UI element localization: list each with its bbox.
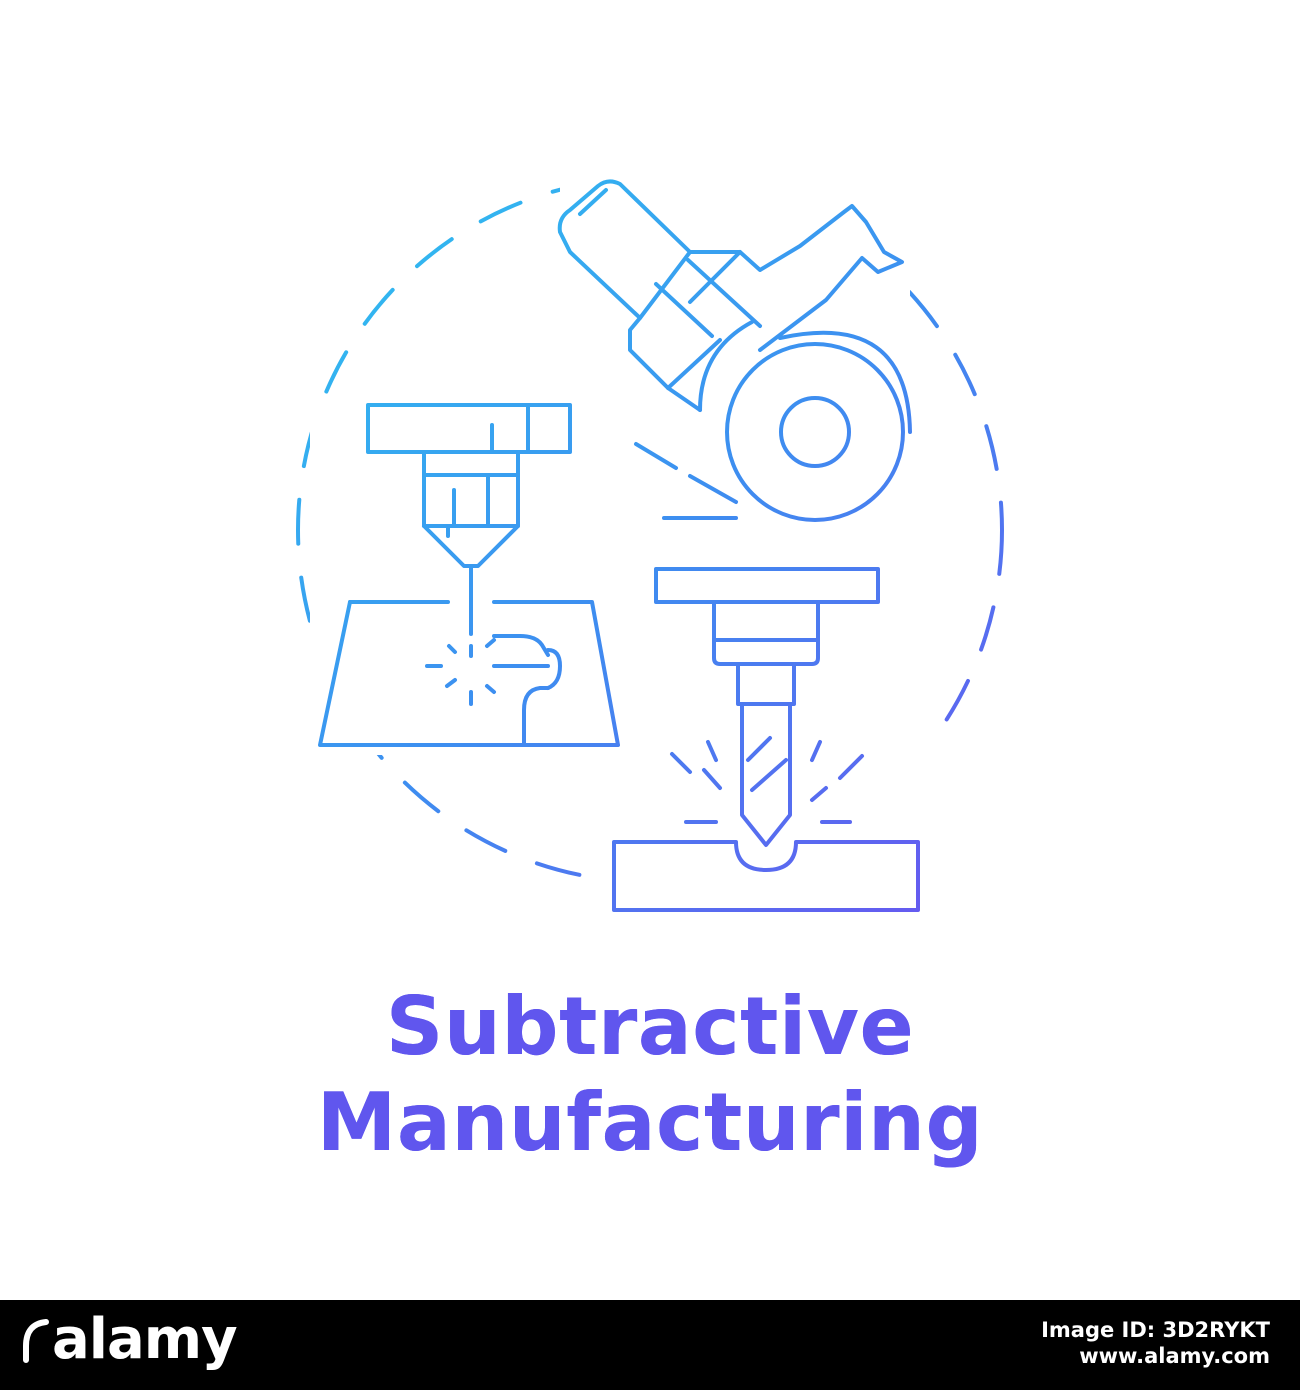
watermark-brand: alamy bbox=[52, 1307, 238, 1372]
alamy-logo-icon bbox=[23, 1319, 49, 1363]
title-line-2-text: Manufacturing bbox=[316, 1076, 984, 1169]
watermark-meta: Image ID: 3D2RYKT www.alamy.com bbox=[1041, 1318, 1270, 1370]
watermark-footer-bar bbox=[0, 1300, 1300, 1390]
subtractive-manufacturing-illustration bbox=[296, 176, 1004, 912]
laser-cutter-icon bbox=[318, 403, 620, 747]
site-url: www.alamy.com bbox=[1079, 1344, 1270, 1369]
drill-press-icon bbox=[612, 567, 920, 912]
title-line-1-text: Subtractive bbox=[385, 980, 915, 1073]
image-id-label: Image ID: 3D2RYKT bbox=[1041, 1318, 1270, 1342]
title-line-1: Subtractive bbox=[0, 987, 1300, 1067]
title-line-2: Manufacturing bbox=[0, 1083, 1300, 1163]
angle-grinder-icon bbox=[557, 179, 912, 522]
